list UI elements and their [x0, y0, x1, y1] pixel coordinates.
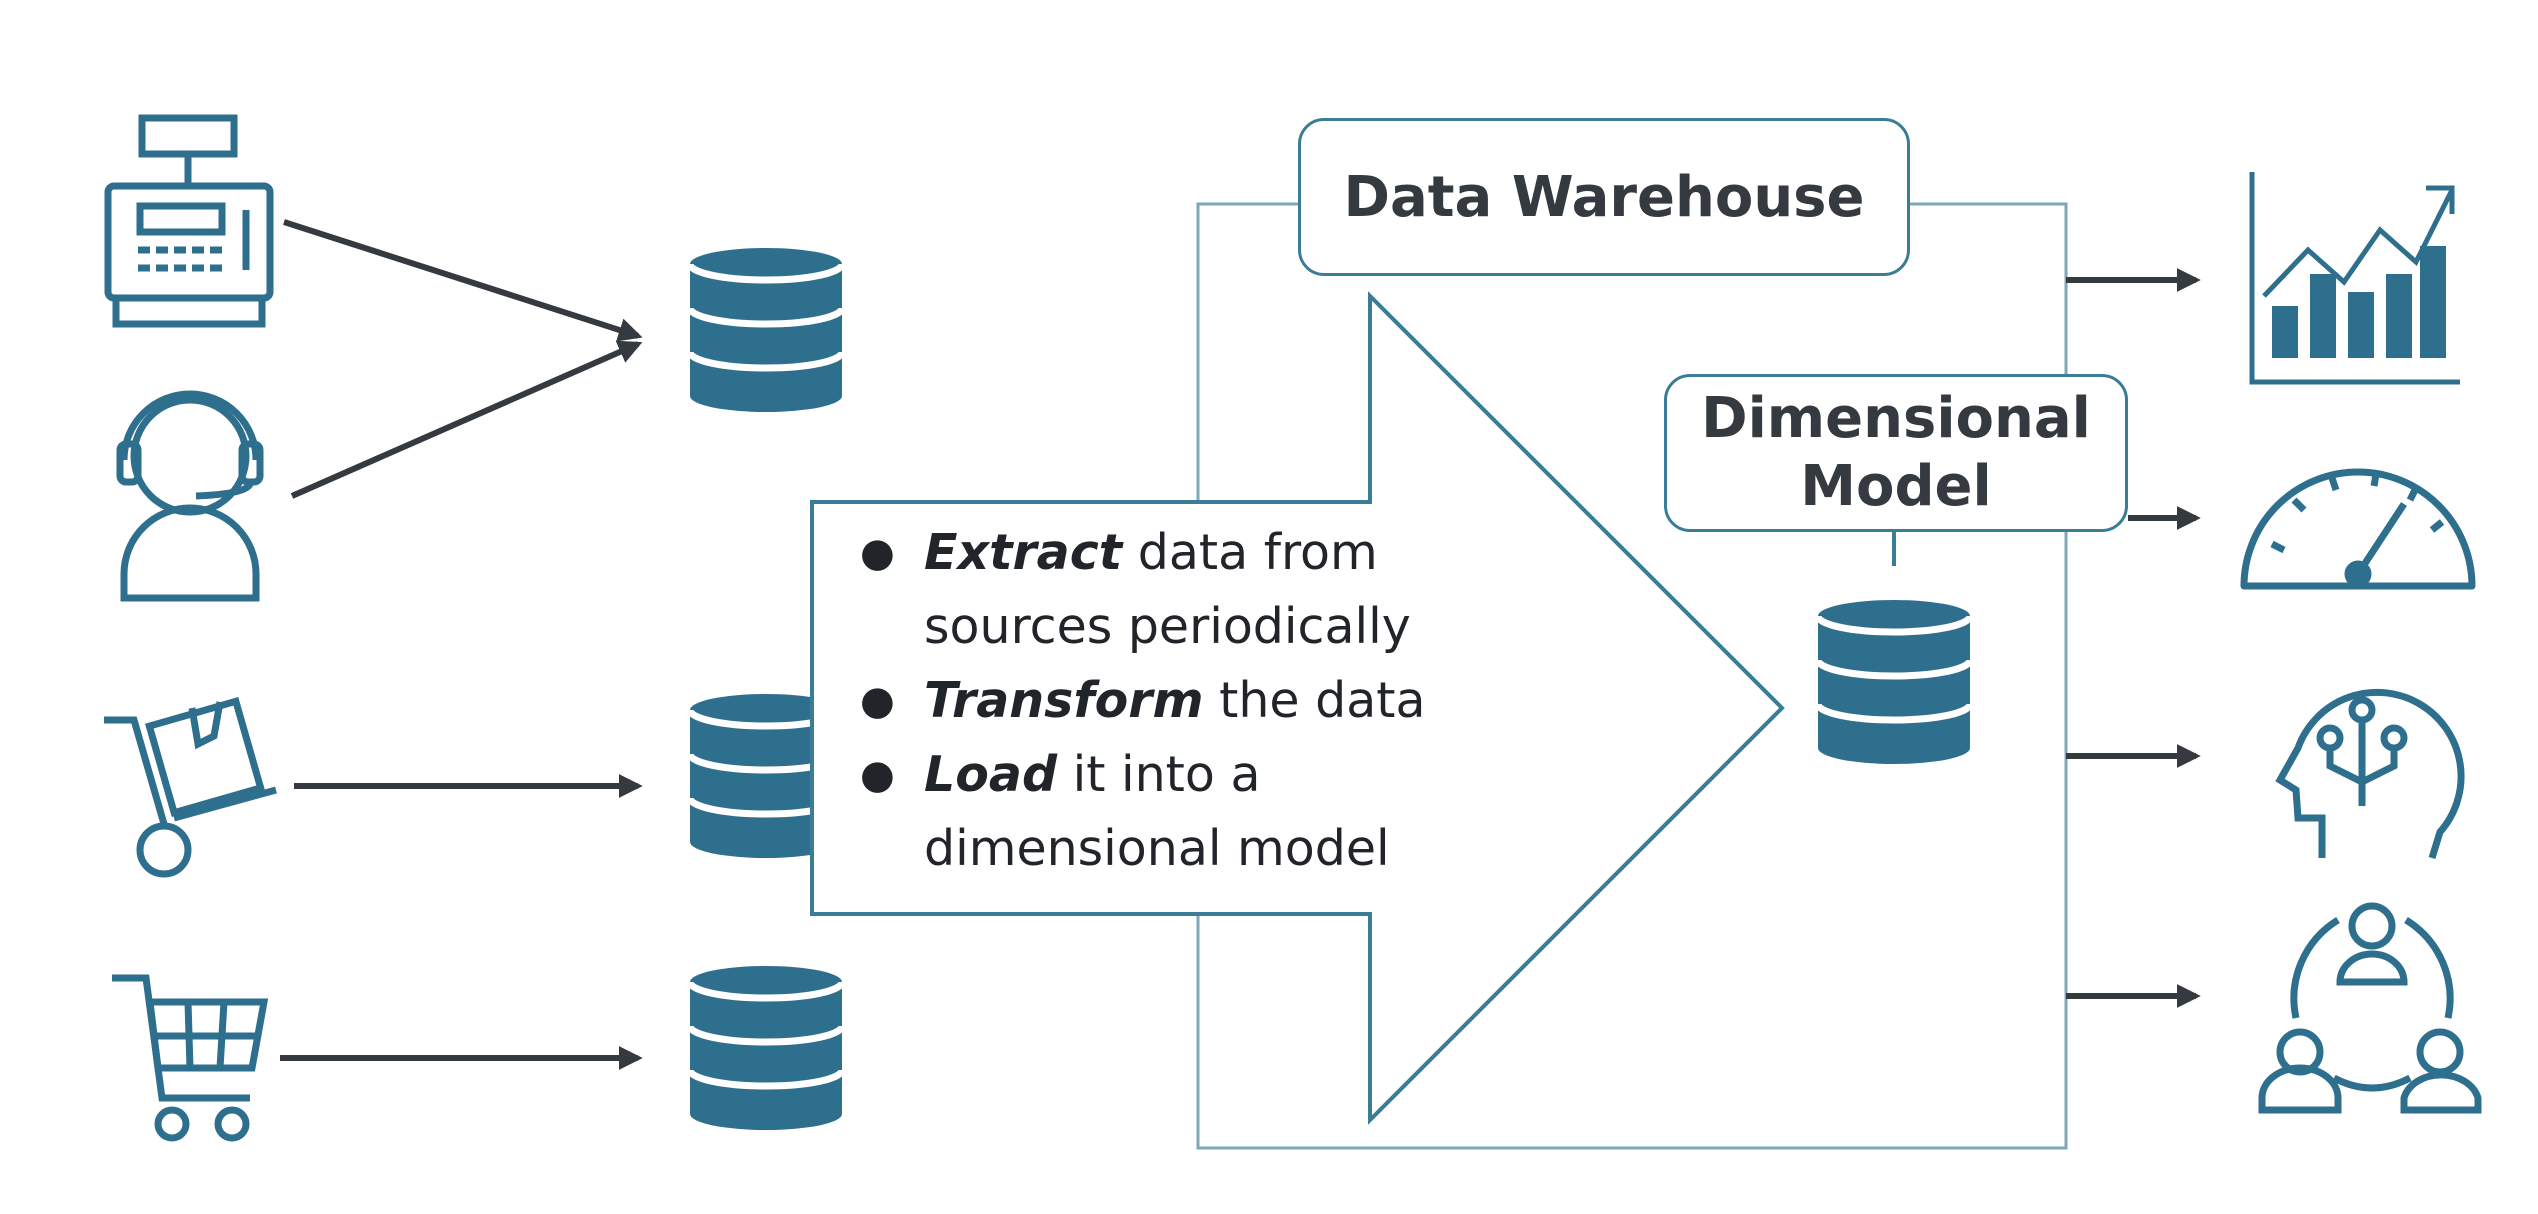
bullet-icon: ● [860, 530, 895, 576]
dimensional-model-title-line1: Dimensional [1701, 386, 2091, 451]
user-network-icon [2258, 902, 2482, 1114]
etl-arrow [810, 291, 1785, 1125]
data-warehouse-label: Data Warehouse [1298, 118, 1910, 276]
dimensional-model-database [1818, 600, 1970, 764]
bullet-icon: ● [860, 678, 895, 724]
etl-step-keyword: Transform [924, 672, 1204, 729]
etl-step-transform: ● Transform the data [848, 664, 1468, 738]
output-arrows [2066, 268, 2201, 1008]
etl-step-keyword: Load [924, 746, 1058, 803]
source-database-3 [690, 966, 842, 1130]
cash-register-icon [104, 114, 274, 328]
etl-step-text: the data [1203, 672, 1426, 729]
gauge-dashboard-icon [2240, 468, 2476, 590]
etl-step-extract: ● Extract data from sources periodically [848, 516, 1468, 664]
etl-step-text: data from sources periodically [924, 524, 1411, 655]
dimensional-model-label: Dimensional Model [1664, 374, 2128, 532]
etl-step-load: ● Load it into a dimensional model [848, 738, 1468, 886]
call-center-agent-icon [116, 390, 264, 602]
etl-steps-list: ● Extract data from sources periodically… [848, 516, 1468, 886]
dimensional-model-title-line2: Model [1800, 454, 1992, 519]
bullet-icon: ● [860, 752, 895, 798]
etl-step-keyword: Extract [924, 524, 1123, 581]
data-warehouse-title: Data Warehouse [1343, 164, 1865, 230]
head-circuit-ai-icon [2275, 688, 2465, 860]
bar-chart-trend-icon [2249, 172, 2460, 385]
shopping-cart-icon [112, 974, 269, 1142]
etl-step-text: it into a dimensional model [924, 746, 1390, 877]
source-database-1 [690, 248, 842, 412]
hand-truck-box-icon [104, 697, 277, 878]
source-arrows [280, 219, 643, 1070]
